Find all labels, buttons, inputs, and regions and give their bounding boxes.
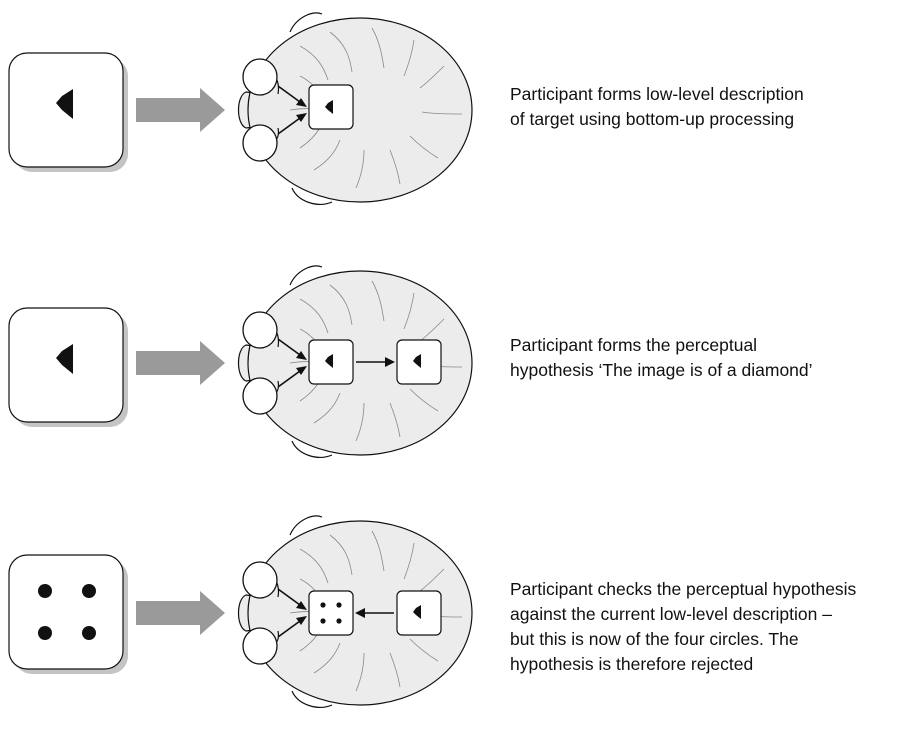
- panel-3-caption: Participant checks the perceptual hypoth…: [510, 577, 856, 677]
- panel-1: Participant forms low-level description …: [0, 2, 922, 205]
- low-level-description-box: [308, 590, 354, 636]
- head-icon: [237, 265, 473, 458]
- eye-to-mind-arrows: [277, 85, 307, 135]
- panel-3: Participant checks the perceptual hypoth…: [0, 515, 922, 725]
- diamond-shape: [56, 344, 73, 374]
- four-circles-shape: [320, 602, 342, 624]
- diamond-shape: [56, 89, 73, 119]
- diamond-shape: [413, 605, 421, 619]
- panel-2-caption: Participant forms the perceptual hypothe…: [510, 333, 813, 383]
- caption-line: hypothesis is therefore rejected: [510, 654, 754, 674]
- panel-1-caption: Participant forms low-level description …: [510, 82, 804, 132]
- caption-line: but this is now of the four circles. The: [510, 629, 799, 649]
- head-icon: [237, 12, 473, 205]
- perception-arrow: [136, 88, 225, 132]
- panel-3-scene: [8, 515, 473, 708]
- panel-1-scene: [8, 12, 473, 205]
- perception-arrow: [136, 341, 225, 385]
- panel-2-scene: [8, 265, 473, 458]
- panel-2: Participant forms the perceptual hypothe…: [0, 265, 922, 465]
- stimulus-card: [8, 554, 124, 670]
- caption-line: Participant forms low-level description: [510, 84, 804, 104]
- eye-to-mind-arrows: [277, 588, 307, 638]
- diamond-shape: [325, 100, 333, 114]
- diamond-shape: [413, 354, 421, 368]
- caption-line: of target using bottom-up processing: [510, 109, 795, 129]
- hypothesis-arrow: [356, 357, 395, 367]
- diamond-shape: [325, 354, 333, 368]
- perception-arrow: [136, 591, 225, 635]
- caption-line: hypothesis ‘The image is of a diamond’: [510, 360, 813, 380]
- caption-line: against the current low-level descriptio…: [510, 604, 832, 624]
- eye-to-mind-arrows: [277, 338, 307, 388]
- caption-line: Participant checks the perceptual hypoth…: [510, 579, 857, 599]
- caption-line: Participant forms the perceptual: [510, 335, 758, 355]
- four-circles-shape: [38, 584, 96, 640]
- check-arrow: [355, 608, 394, 618]
